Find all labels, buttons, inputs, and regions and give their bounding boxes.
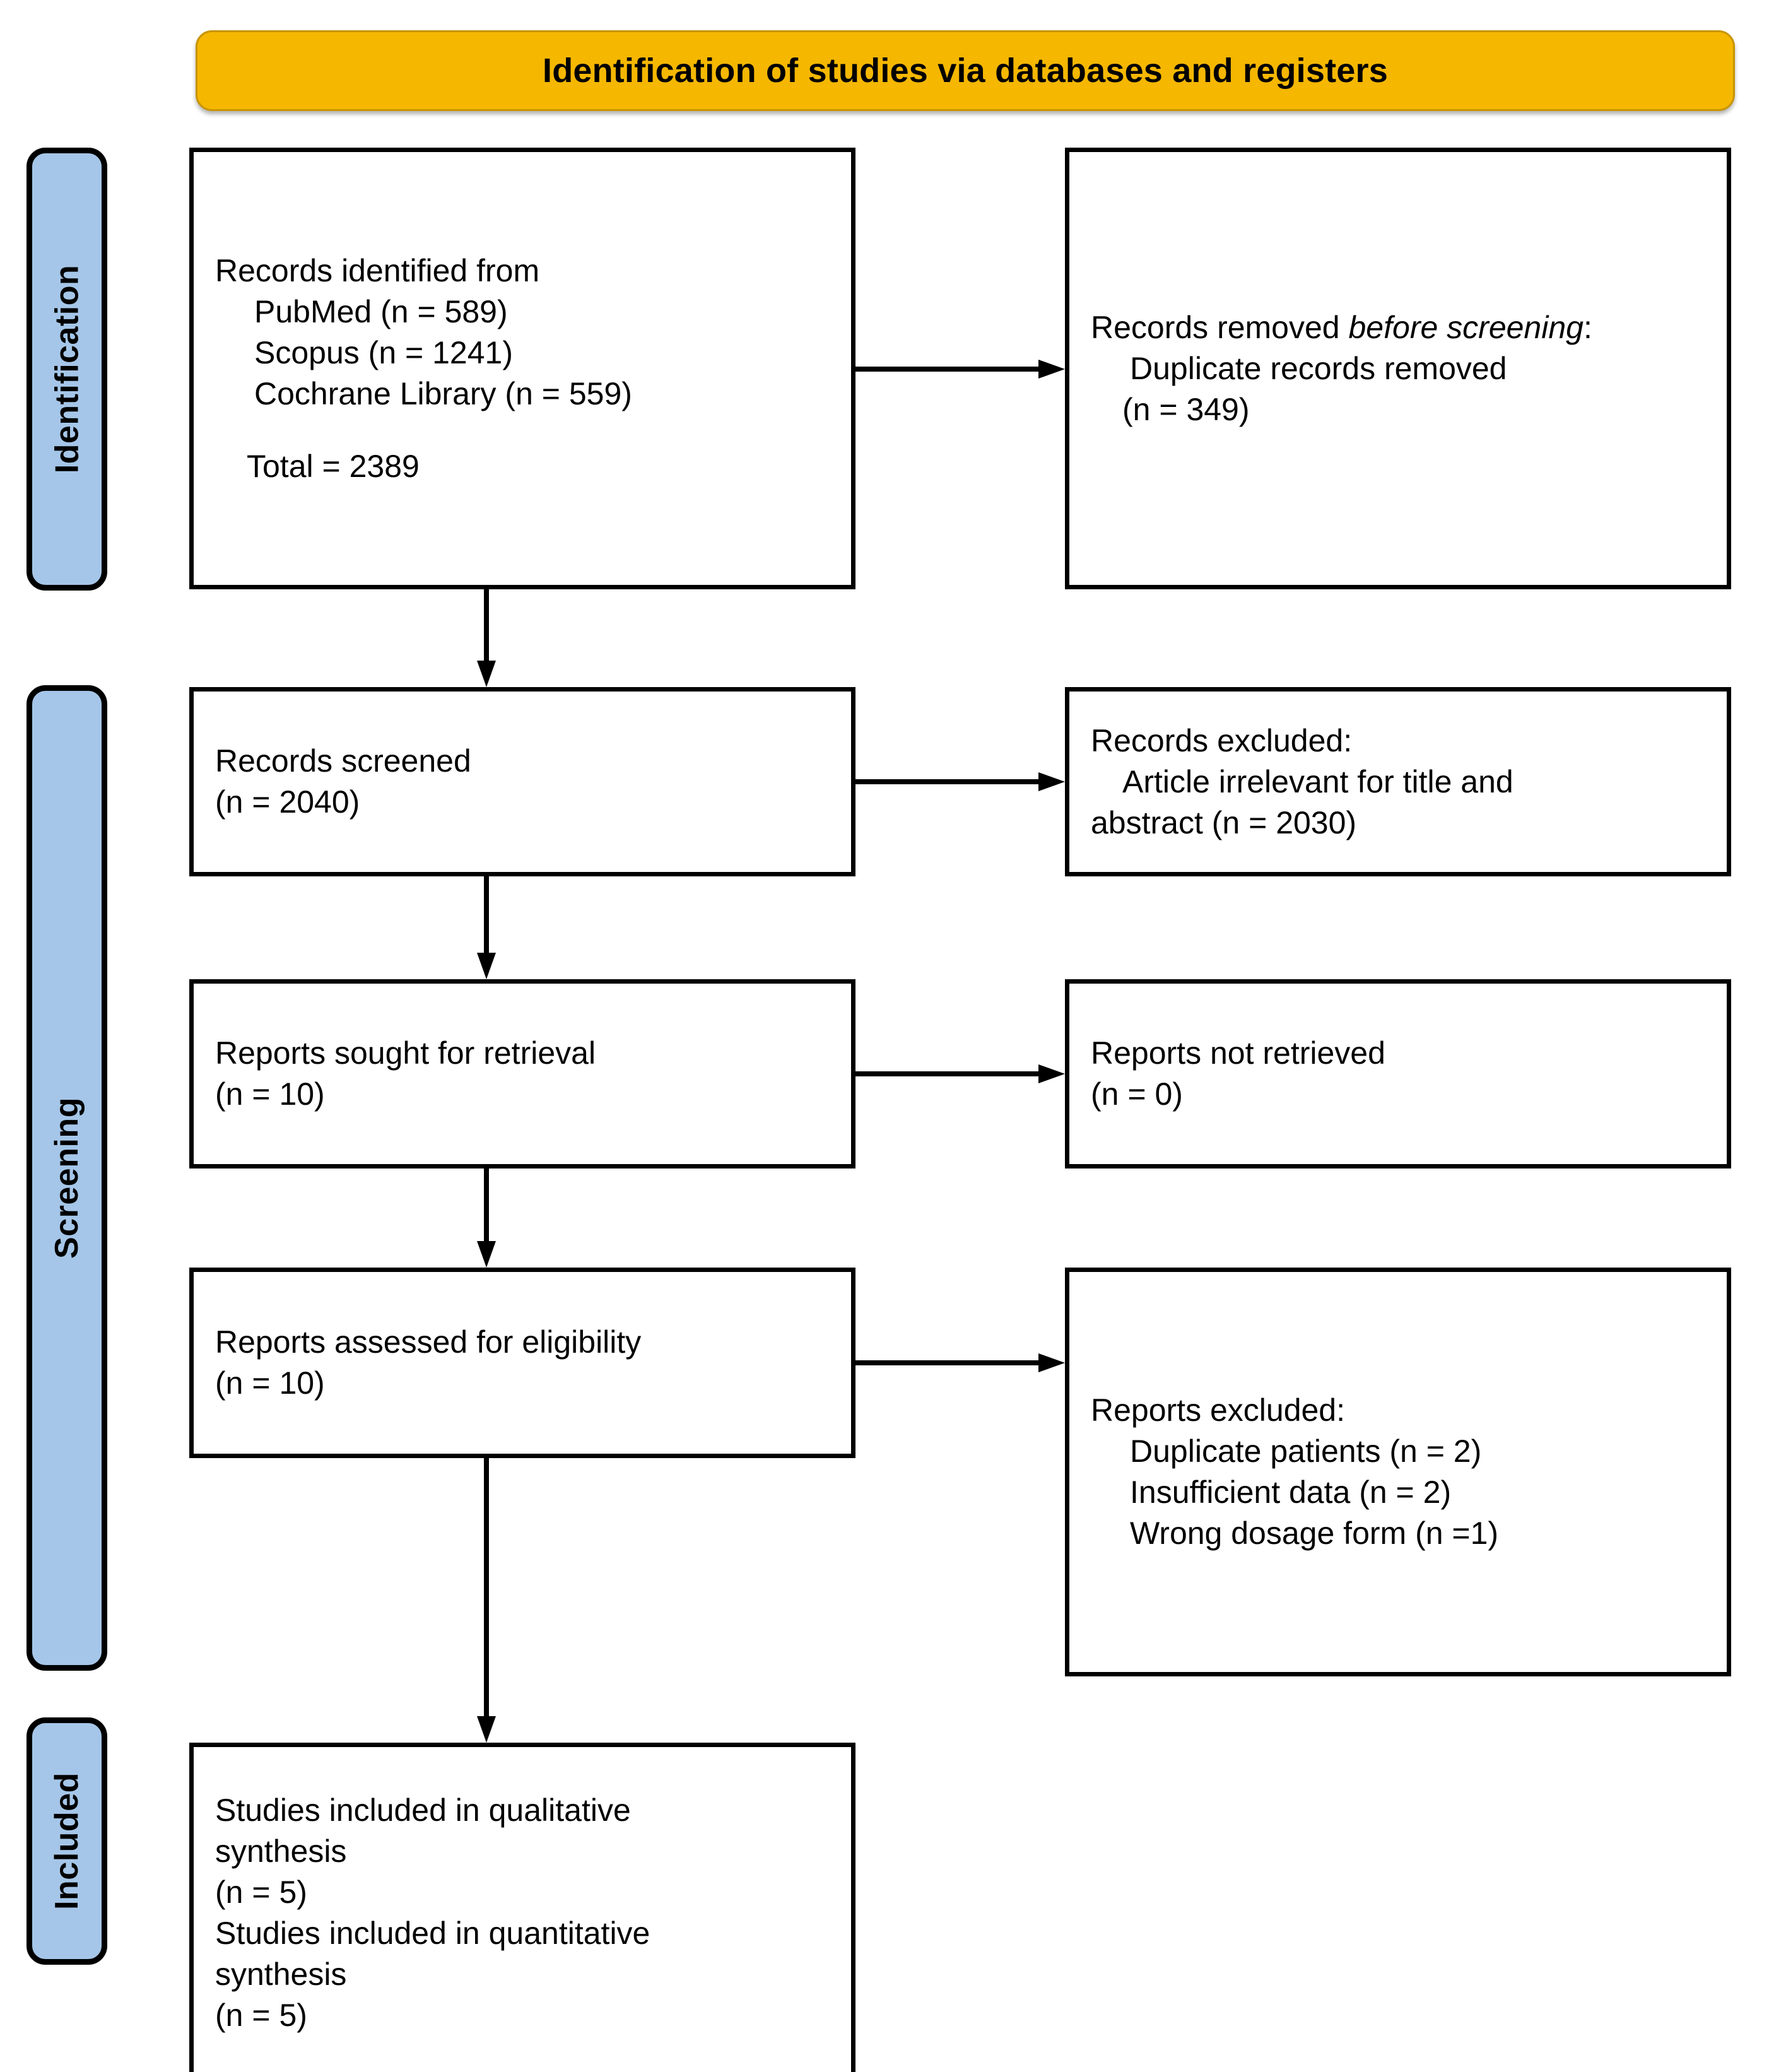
box-records-identified: Records identified from PubMed (n = 589)… [189, 148, 855, 589]
reports-excluded-item-wrong-dosage-form: Wrong dosage form (n =1) [1130, 1516, 1499, 1551]
arrow-down-screened-to-sought [477, 876, 496, 979]
records-excluded-item-2: abstract (n = 2030) [1091, 804, 1357, 840]
records-screened-title: Records screened [215, 743, 471, 779]
arrow-shaft [855, 779, 1038, 784]
records-identified-title: Records identified from [215, 252, 540, 288]
arrow-head-icon [1038, 1353, 1065, 1372]
records-removed-item-count: (n = 349) [1122, 391, 1250, 427]
arrow-right-identified-to-removed [855, 360, 1065, 379]
box-reports-sought-for-retrieval: Reports sought for retrieval (n = 10) [189, 979, 855, 1168]
studies-included-qualitative-title: Studies included in qualitative [215, 1792, 631, 1828]
banner-title: Identification of studies via databases … [543, 52, 1388, 90]
arrow-shaft [855, 1071, 1038, 1076]
reports-not-retrieved-title: Reports not retrieved [1091, 1035, 1385, 1071]
stage-label-identification: Identification [26, 148, 107, 591]
arrow-head-icon [1038, 1064, 1065, 1083]
arrow-right-assessed-to-reports-excluded [855, 1353, 1065, 1372]
arrow-head-icon [477, 1716, 496, 1743]
records-removed-item-duplicates: Duplicate records removed [1130, 350, 1507, 386]
arrow-head-icon [1038, 772, 1065, 791]
arrow-shaft [484, 589, 489, 662]
records-screened-count: (n = 2040) [215, 784, 360, 820]
arrow-right-screened-to-records-excluded [855, 772, 1065, 791]
arrow-shaft [855, 1360, 1038, 1365]
arrow-right-sought-to-not-retrieved [855, 1064, 1065, 1083]
records-removed-title-colon: : [1583, 309, 1592, 345]
records-removed-title-plain: Records removed [1091, 309, 1349, 345]
records-excluded-title: Records excluded: [1091, 722, 1353, 758]
reports-excluded-title: Reports excluded: [1091, 1392, 1346, 1428]
stage-label-included: Included [26, 1717, 107, 1965]
header-banner: Identification of studies via databases … [196, 30, 1735, 111]
studies-included-quantitative-title-cont: synthesis [215, 1957, 347, 1992]
reports-sought-count: (n = 10) [215, 1076, 325, 1112]
arrow-down-identified-to-screened [477, 589, 496, 687]
studies-included-quantitative-title: Studies included in quantitative [215, 1916, 650, 1951]
reports-not-retrieved-count: (n = 0) [1091, 1076, 1183, 1112]
box-reports-assessed-for-eligibility: Reports assessed for eligibility (n = 10… [189, 1268, 855, 1458]
box-records-removed-before-screening: Records removed before screening: Duplic… [1065, 148, 1731, 589]
reports-assessed-count: (n = 10) [215, 1365, 325, 1401]
arrow-shaft [855, 367, 1038, 372]
arrow-shaft [484, 1458, 489, 1717]
arrow-head-icon [477, 953, 496, 979]
box-records-excluded: Records excluded: Article irrelevant for… [1065, 687, 1731, 876]
box-records-screened: Records screened (n = 2040) [189, 687, 855, 876]
arrow-head-icon [477, 661, 496, 687]
stage-label-screening: Screening [26, 685, 107, 1671]
arrow-shaft [484, 876, 489, 954]
box-studies-included: Studies included in qualitative synthesi… [189, 1743, 855, 2072]
records-identified-source-cochrane: Cochrane Library (n = 559) [254, 375, 632, 411]
records-identified-source-pubmed: PubMed (n = 589) [254, 293, 508, 329]
studies-included-qualitative-title-cont: synthesis [215, 1834, 347, 1869]
studies-included-quantitative-count: (n = 5) [215, 1998, 307, 2033]
records-removed-title: Records removed before screening: [1091, 307, 1705, 348]
reports-excluded-item-duplicate-patients: Duplicate patients (n = 2) [1130, 1433, 1482, 1469]
records-excluded-item-1: Article irrelevant for title and [1122, 763, 1513, 799]
studies-included-qualitative-count: (n = 5) [215, 1875, 307, 1910]
records-identified-source-scopus: Scopus (n = 1241) [254, 334, 513, 370]
reports-sought-title: Reports sought for retrieval [215, 1035, 596, 1071]
arrow-head-icon [1038, 360, 1065, 379]
arrow-down-sought-to-assessed [477, 1168, 496, 1268]
records-identified-spacer [215, 415, 830, 446]
records-removed-title-italic: before screening [1348, 309, 1584, 345]
arrow-shaft [484, 1168, 489, 1242]
reports-excluded-item-insufficient-data: Insufficient data (n = 2) [1130, 1475, 1452, 1510]
reports-assessed-title: Reports assessed for eligibility [215, 1324, 642, 1360]
box-reports-not-retrieved: Reports not retrieved (n = 0) [1065, 979, 1731, 1168]
stage-label-included-text: Included [49, 1772, 86, 1910]
stage-label-screening-text: Screening [49, 1097, 86, 1259]
box-reports-excluded: Reports excluded: Duplicate patients (n … [1065, 1268, 1731, 1676]
arrow-head-icon [477, 1241, 496, 1268]
stage-label-identification-text: Identification [49, 264, 85, 474]
arrow-down-assessed-to-included [477, 1458, 496, 1743]
records-identified-total: Total = 2389 [247, 448, 420, 484]
